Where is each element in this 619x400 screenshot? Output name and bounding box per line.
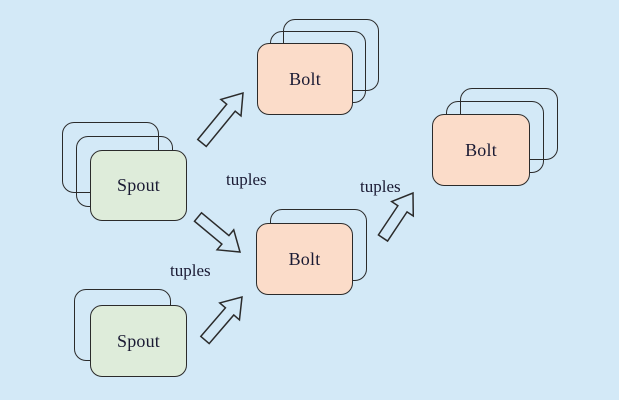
node-label: Bolt <box>465 139 497 160</box>
node-label: Bolt <box>289 68 321 89</box>
bolt-node: Bolt <box>257 43 353 115</box>
node-label: Spout <box>116 175 160 195</box>
edge-label-tuples: tuples <box>360 177 401 196</box>
arrow-spout-left-to-bolt-top <box>196 91 244 148</box>
edge-label-tuples: tuples <box>170 261 211 280</box>
spout-node: Spout <box>90 150 187 221</box>
spout-node: Spout <box>90 305 187 377</box>
node-label: Spout <box>116 330 160 351</box>
edge-label-tuples: tuples <box>226 170 267 189</box>
bolt-node: Bolt <box>256 223 353 295</box>
bolt-node: Bolt <box>432 114 530 186</box>
arrow-spout-left-to-bolt-center <box>193 211 242 253</box>
arrow-spout-bottom-to-bolt-center <box>199 295 243 345</box>
node-label: Bolt <box>288 248 321 269</box>
